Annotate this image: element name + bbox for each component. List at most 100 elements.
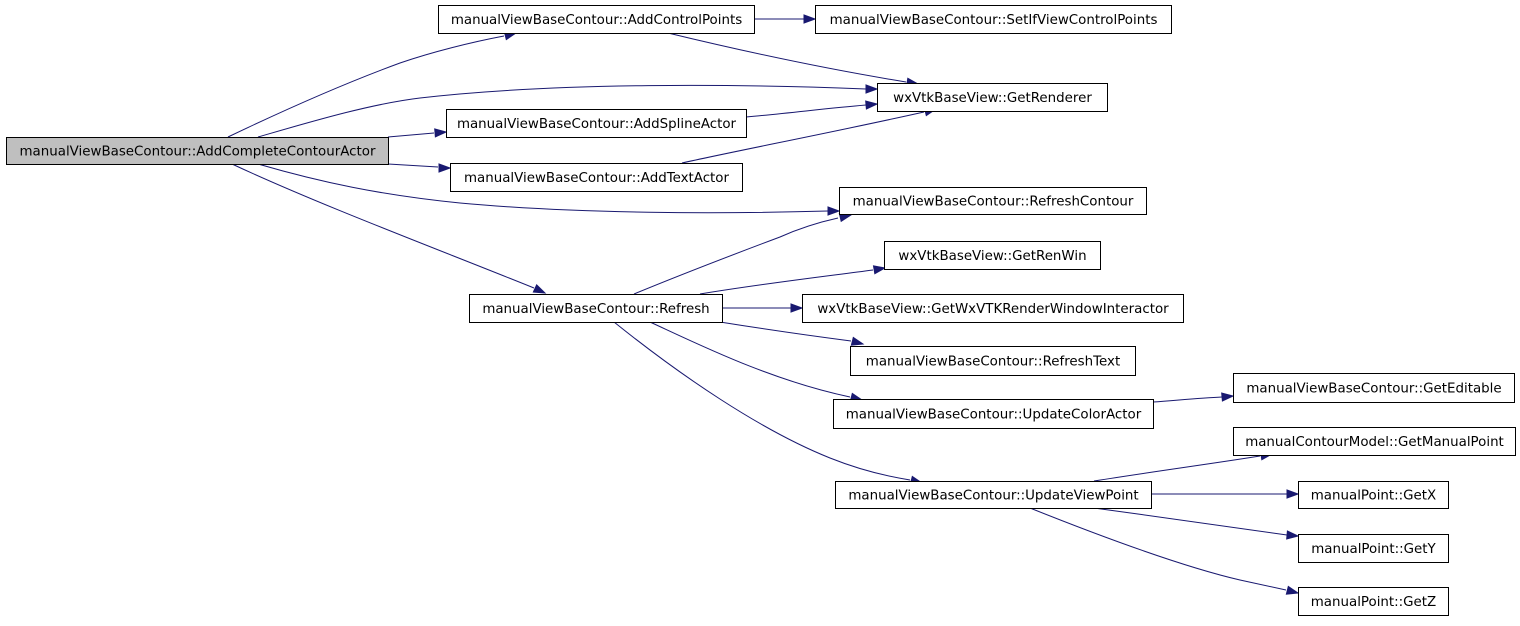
edge-arrowhead (1221, 392, 1235, 402)
edge-layer (227, 14, 1300, 595)
node-refresh[interactable]: manualViewBaseContour::Refresh (469, 294, 723, 323)
node-box (1298, 481, 1449, 509)
edge-updateViewPoint-to-getY (1093, 507, 1300, 540)
edge-updateViewPoint-to-getZ (1029, 507, 1300, 595)
edge-refresh-to-getRenWin (699, 265, 887, 295)
node-label: manualViewBaseContour::RefreshText (866, 355, 1120, 370)
edge-line (699, 269, 874, 295)
node-getZ[interactable]: manualPoint::GetZ (1298, 587, 1449, 616)
edge-line (231, 163, 535, 289)
edge-arrowhead (872, 265, 887, 275)
node-label: manualPoint::GetZ (1311, 595, 1436, 610)
node-box (877, 83, 1108, 112)
edge-arrowhead (865, 100, 879, 110)
node-box (850, 346, 1136, 376)
node-label: manualPoint::GetX (1311, 489, 1436, 504)
edge-line (387, 163, 439, 168)
node-box (815, 5, 1172, 34)
edge-updateViewPoint-to-getX (1151, 489, 1300, 499)
edge-line (257, 163, 829, 214)
node-getEditable[interactable]: manualViewBaseContour::GetEditable (1233, 373, 1515, 403)
node-getX[interactable]: manualPoint::GetX (1298, 481, 1449, 509)
node-box (833, 399, 1154, 429)
edge-line (667, 32, 907, 83)
node-addControlPoints[interactable]: manualViewBaseContour::AddControlPoints (438, 5, 755, 34)
node-box (1233, 373, 1515, 403)
node-box (884, 241, 1101, 270)
edge-line (387, 132, 435, 138)
node-label: manualViewBaseContour::UpdateViewPoint (848, 489, 1138, 504)
edge-arrowhead (434, 128, 448, 138)
edge-refresh-to-refreshText (719, 321, 865, 346)
node-refreshContour[interactable]: manualViewBaseContour::RefreshContour (839, 187, 1147, 215)
node-updateViewPoint[interactable]: manualViewBaseContour::UpdateViewPoint (835, 481, 1152, 509)
edge-refresh-to-updateColorActor (649, 321, 864, 402)
node-refreshText[interactable]: manualViewBaseContour::RefreshText (850, 346, 1136, 376)
edge-refresh-to-getWxVTKRenderWindowInteractor (722, 303, 804, 313)
edge-arrowhead (1285, 585, 1300, 595)
node-label: wxVtkBaseView::GetRenWin (898, 249, 1086, 264)
node-box (450, 163, 743, 192)
node-box (6, 137, 389, 165)
node-getWxVTKRenderWindowInteractor[interactable]: wxVtkBaseView::GetWxVTKRenderWindowInter… (802, 294, 1184, 323)
edge-line (745, 104, 867, 118)
edge-arrowhead (827, 206, 841, 216)
node-label: manualViewBaseContour::AddControlPoints (451, 13, 742, 28)
node-label: manualViewBaseContour::SetIfViewControlP… (830, 13, 1158, 28)
node-label: manualViewBaseContour::RefreshContour (853, 195, 1134, 210)
node-label: wxVtkBaseView::GetRenderer (893, 91, 1092, 106)
edge-refresh-to-refreshContour (633, 212, 853, 295)
node-label: manualContourModel::GetManualPoint (1245, 435, 1504, 450)
edge-arrowhead (532, 283, 547, 294)
node-updateColorActor[interactable]: manualViewBaseContour::UpdateColorActor (833, 399, 1154, 429)
edge-arrowhead (850, 336, 865, 346)
node-box (1298, 534, 1449, 563)
node-box (802, 294, 1184, 323)
edge-addControlPoints-to-setIfViewControlPoints (754, 14, 817, 24)
node-label: wxVtkBaseView::GetWxVTKRenderWindowInter… (817, 302, 1169, 317)
edge-addCompleteContourActor-to-refresh (231, 163, 547, 294)
node-box (469, 294, 723, 323)
node-addSplineActor[interactable]: manualViewBaseContour::AddSplineActor (446, 109, 747, 138)
edge-arrowhead (1286, 530, 1300, 540)
node-layer: manualViewBaseContour::AddCompleteContou… (6, 5, 1516, 616)
edge-line (1093, 455, 1261, 482)
node-box (446, 109, 747, 138)
node-getY[interactable]: manualPoint::GetY (1298, 534, 1449, 563)
node-box (1233, 427, 1516, 456)
edge-arrowhead (865, 84, 879, 94)
edge-addCompleteContourActor-to-addTextActor (387, 163, 452, 173)
edge-line (1029, 507, 1287, 591)
node-label: manualPoint::GetY (1311, 542, 1436, 557)
edge-arrowhead (1286, 489, 1300, 499)
node-box (835, 481, 1152, 509)
node-getRenWin[interactable]: wxVtkBaseView::GetRenWin (884, 241, 1101, 270)
node-label: manualViewBaseContour::GetEditable (1246, 382, 1501, 397)
node-setIfViewControlPoints[interactable]: manualViewBaseContour::SetIfViewControlP… (815, 5, 1172, 34)
edge-addControlPoints-to-getRenderer (667, 32, 920, 87)
edge-updateViewPoint-to-getManualPoint (1093, 451, 1274, 482)
node-label: manualViewBaseContour::AddCompleteContou… (20, 145, 376, 160)
node-addTextActor[interactable]: manualViewBaseContour::AddTextActor (450, 163, 743, 192)
edge-updateColorActor-to-getEditable (1152, 392, 1235, 403)
node-box (438, 5, 755, 34)
node-getManualPoint[interactable]: manualContourModel::GetManualPoint (1233, 427, 1516, 456)
edge-arrowhead (803, 14, 817, 24)
edge-line (719, 321, 852, 342)
edge-addCompleteContourActor-to-refreshContour (257, 163, 841, 216)
node-addCompleteContourActor[interactable]: manualViewBaseContour::AddCompleteContou… (6, 137, 389, 165)
edge-addCompleteContourActor-to-addSplineActor (387, 128, 448, 138)
node-box (1298, 587, 1449, 616)
edge-line (681, 111, 925, 164)
node-label: manualViewBaseContour::AddSplineActor (457, 117, 737, 132)
edge-line (1093, 507, 1288, 536)
edge-arrowhead (438, 163, 452, 173)
edge-line (1152, 396, 1223, 403)
node-box (839, 187, 1147, 215)
edge-addSplineActor-to-getRenderer (745, 100, 879, 118)
node-getRenderer[interactable]: wxVtkBaseView::GetRenderer (877, 83, 1108, 112)
edge-line (649, 321, 851, 398)
edge-line (257, 84, 867, 138)
